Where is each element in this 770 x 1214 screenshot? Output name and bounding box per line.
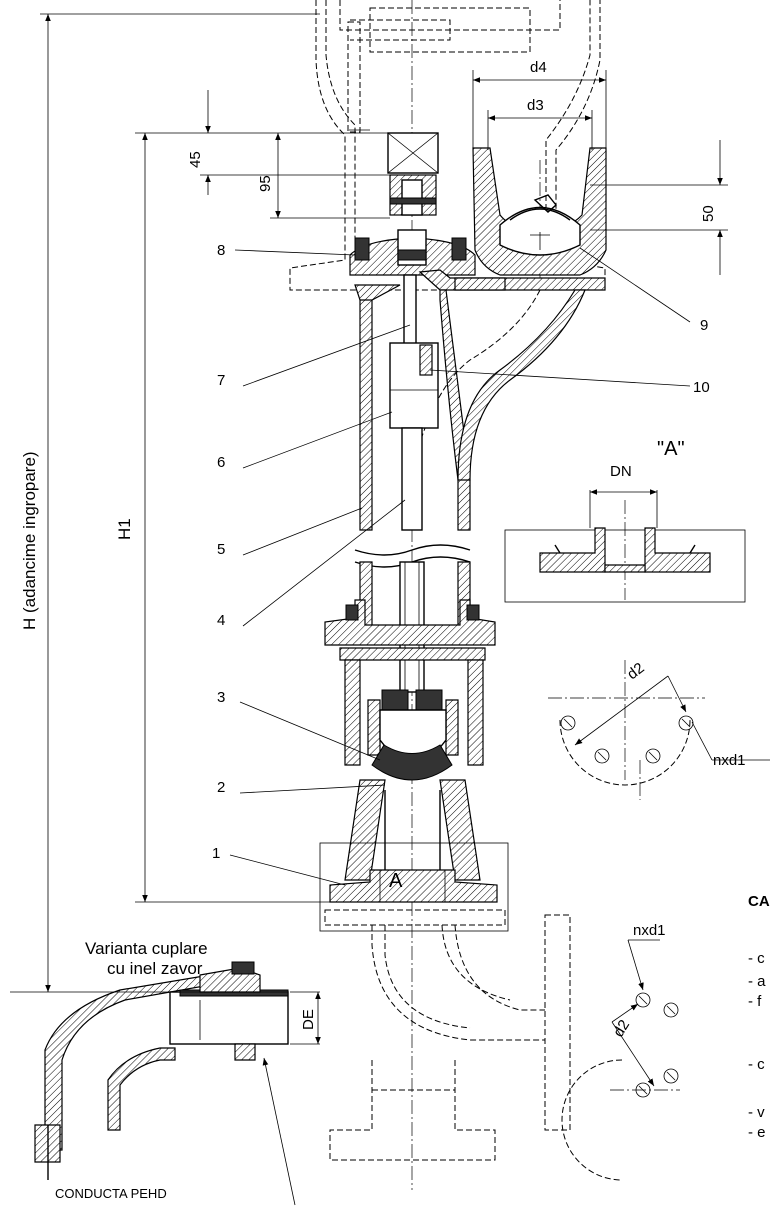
note-line-5: - v [748, 1104, 765, 1121]
part-number-4: 4 [217, 612, 225, 629]
dim-label-H: H (adancime ingropare) [20, 451, 39, 630]
dim-label-95: 95 [257, 175, 274, 192]
dimension-45-95 [200, 90, 390, 219]
part-number-2: 2 [217, 779, 225, 796]
part-number-9: 9 [700, 317, 708, 334]
note-line-6: - e [748, 1124, 766, 1141]
coupling-variant-line2: cu inel zavor [107, 959, 203, 978]
note-line-1: - c [748, 950, 765, 967]
dim-label-d4: d4 [530, 59, 547, 76]
dimension-H [40, 13, 320, 992]
pipe-label: CONDUCTA PEHD [55, 1186, 167, 1201]
leader-lines [229, 247, 691, 886]
detail-marker: A [389, 870, 403, 892]
detail-a-title: "A" [657, 438, 685, 460]
part-number-6: 6 [217, 454, 225, 471]
notes-heading: CA [748, 893, 770, 910]
dim-label-45: 45 [187, 151, 204, 168]
dimension-H1 [135, 132, 388, 903]
part-number-10: 10 [693, 379, 710, 396]
part-number-1: 1 [212, 845, 220, 862]
coupling-variant [10, 961, 321, 1206]
part-number-7: 7 [217, 372, 225, 389]
hydrant-column [324, 274, 498, 903]
dim-label-50: 50 [700, 205, 717, 222]
dim-label-DN: DN [610, 463, 632, 480]
dim-label-H1: H1 [115, 518, 134, 540]
square-operating-nut [387, 132, 439, 216]
dimension-50 [590, 140, 728, 275]
dim-label-d3: d3 [527, 97, 544, 114]
bolt-circle-top [548, 660, 770, 786]
part-number-5: 5 [217, 541, 225, 558]
dim-label-d2-top: d2 [624, 659, 648, 683]
outlet-housing [472, 147, 607, 276]
note-line-4: - c [748, 1056, 765, 1073]
note-line-3: - f [748, 993, 762, 1010]
s-outlet-pipe [409, 289, 586, 531]
note-line-2: - a [748, 973, 766, 990]
part-number-8: 8 [217, 242, 225, 259]
dim-label-d2-side: d2 [610, 1017, 633, 1040]
dim-label-nxd1-side: nxd1 [633, 922, 666, 939]
dimension-d3-d4 [472, 70, 607, 150]
dim-label-nxd1-top: nxd1 [713, 752, 746, 769]
detail-a-section [504, 489, 746, 603]
part-number-3: 3 [217, 689, 225, 706]
buried-bend-dashed [324, 909, 571, 1161]
dim-label-DE: DE [300, 1009, 317, 1030]
bolt-circle-side [561, 760, 680, 1181]
coupling-variant-line1: Varianta cuplare [85, 939, 208, 958]
detail-a-frame: A [319, 842, 509, 932]
